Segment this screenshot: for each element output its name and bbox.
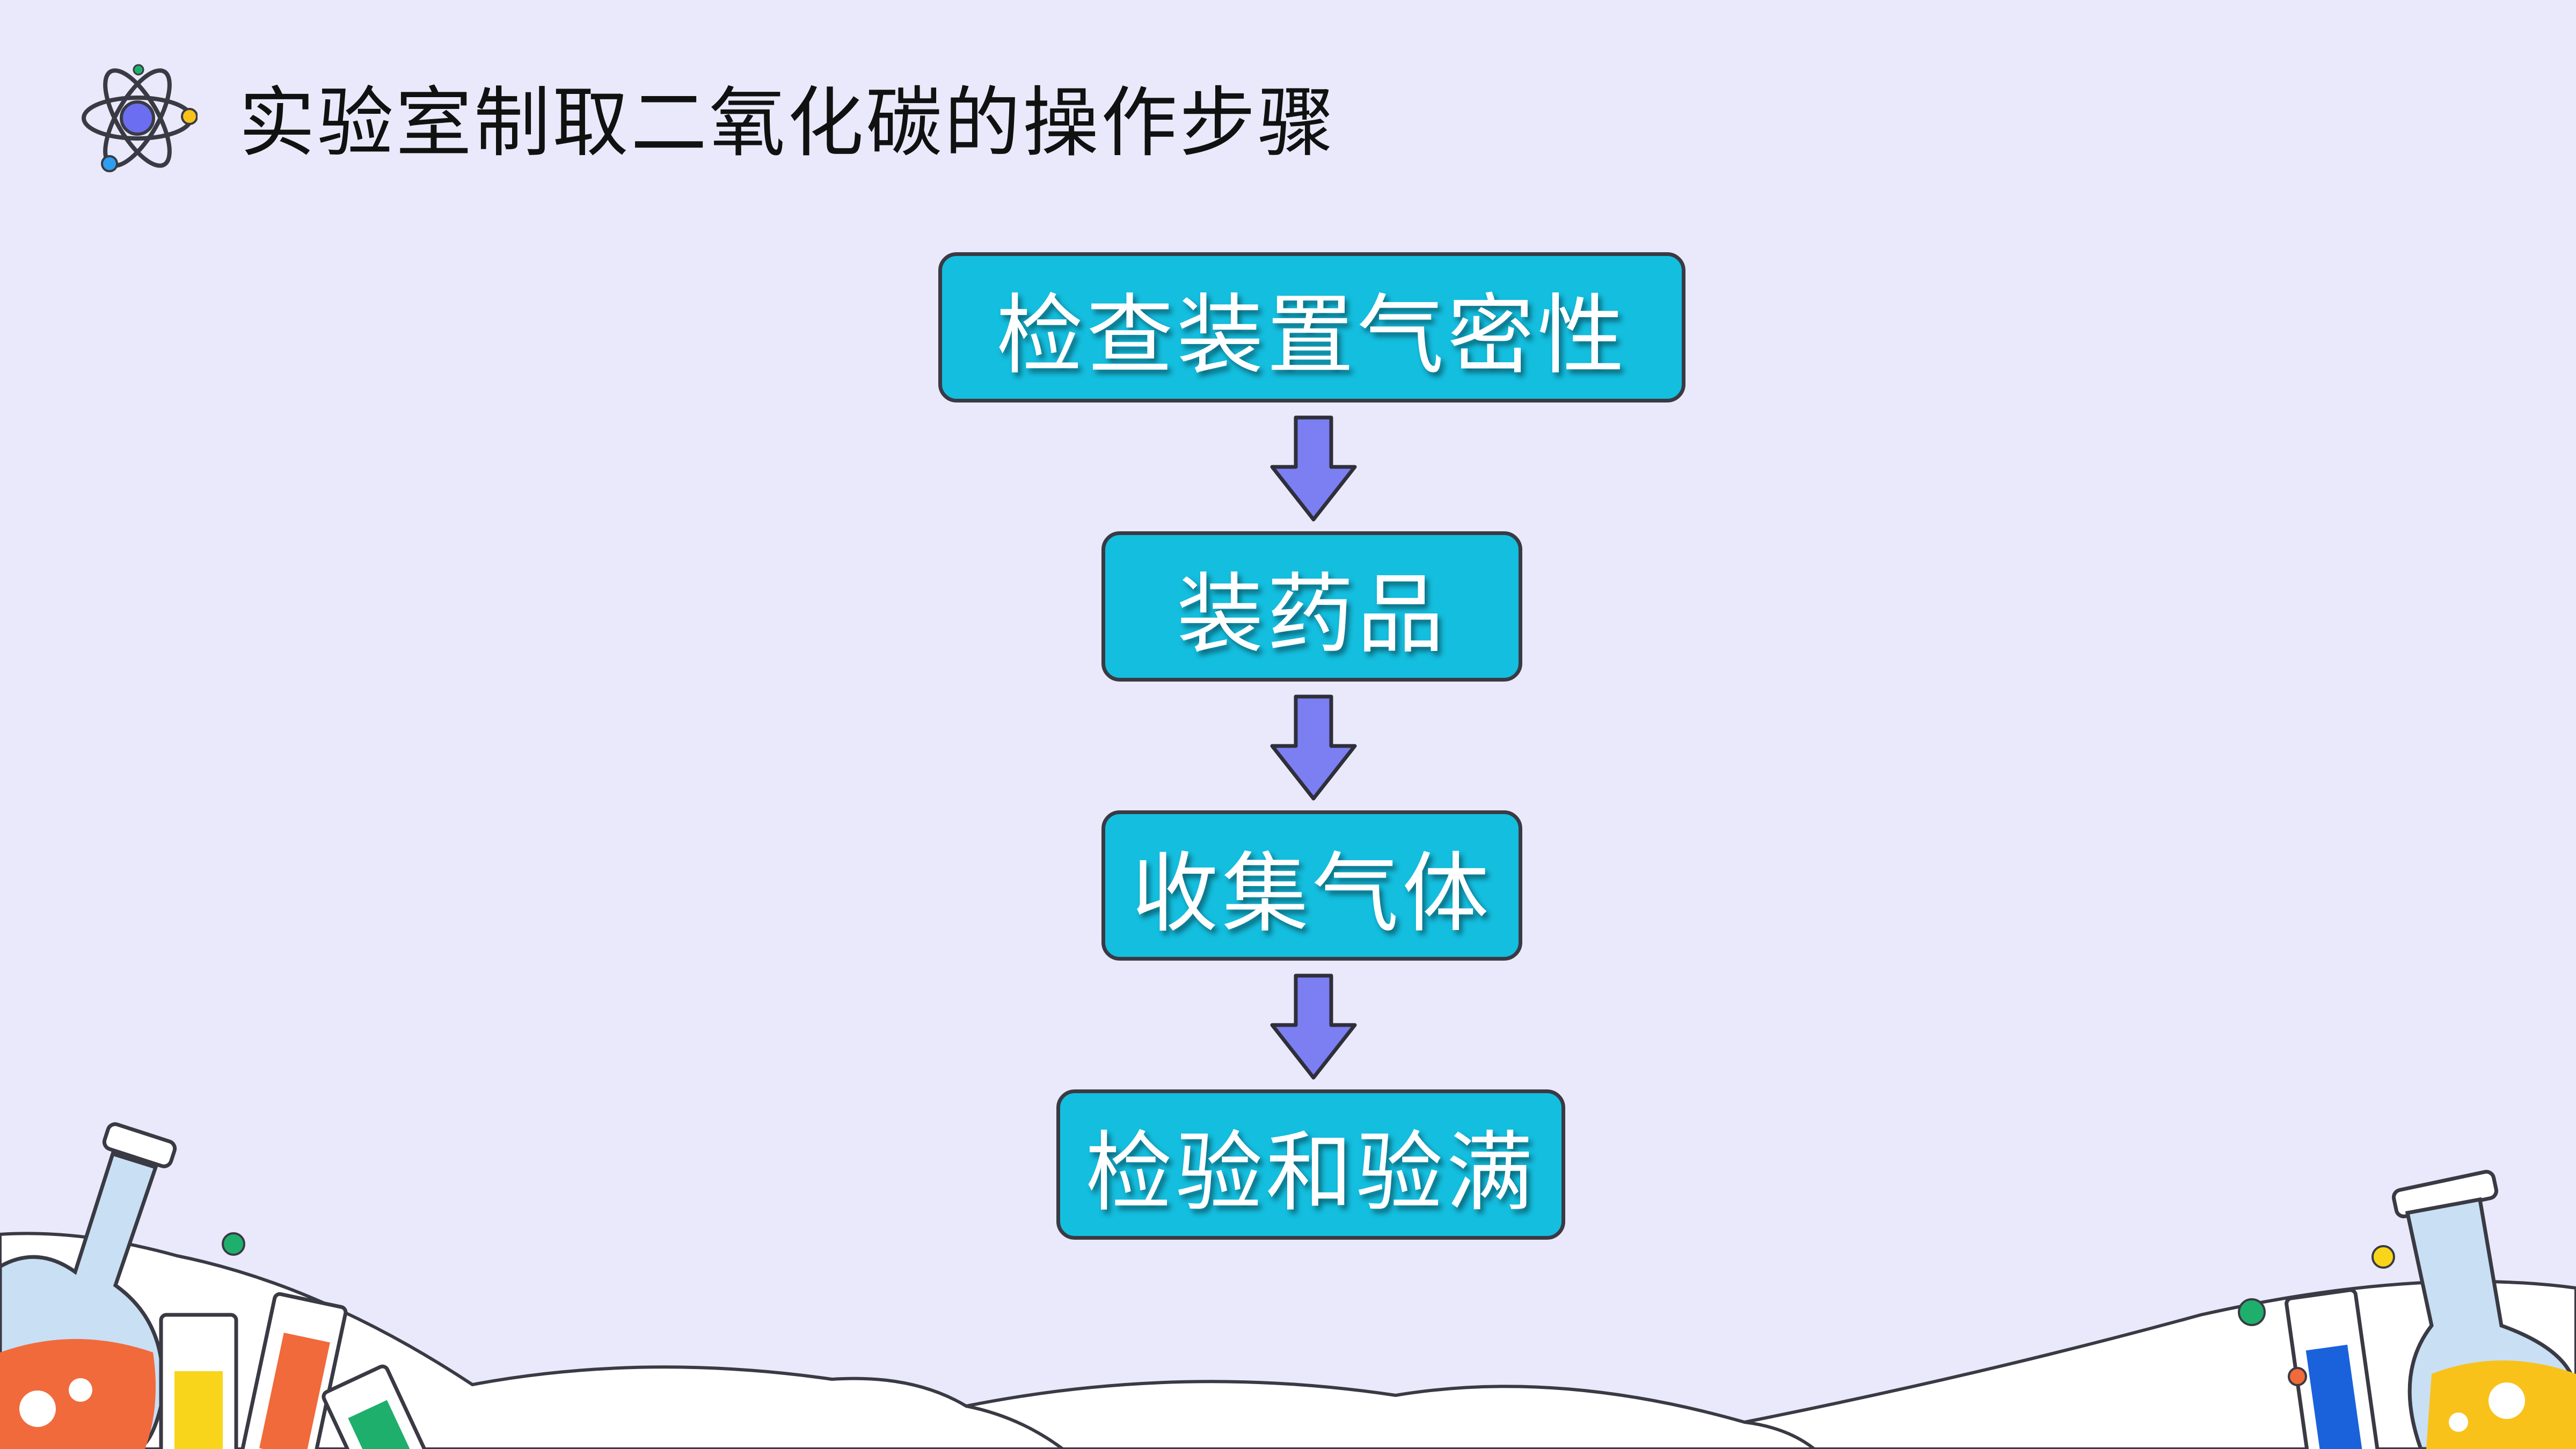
down-arrow-icon	[1270, 974, 1357, 1080]
step-label: 收集气体	[1132, 843, 1492, 945]
step-collect-gas: 收集气体	[1101, 810, 1522, 961]
step-load-reagents: 装药品	[1101, 531, 1522, 682]
left-flask-icon	[0, 1122, 177, 1449]
step-label: 检验和验满	[1085, 1122, 1536, 1224]
page-title: 实验室制取二氧化碳的操作步骤	[239, 79, 1336, 167]
right-flask-icon	[2391, 1169, 2576, 1449]
step-check-airtightness: 检查装置气密性	[938, 252, 1685, 402]
down-arrow-icon	[1270, 415, 1357, 522]
atom-icon	[82, 64, 198, 172]
down-arrow-icon	[1270, 694, 1357, 801]
step-test-and-check-full: 检验和验满	[1056, 1089, 1565, 1240]
left-test-tubes-icon	[159, 1232, 435, 1449]
step-label: 检查装置气密性	[996, 285, 1628, 386]
right-test-tube-icon	[2238, 1245, 2395, 1449]
step-label: 装药品	[1177, 564, 1447, 665]
